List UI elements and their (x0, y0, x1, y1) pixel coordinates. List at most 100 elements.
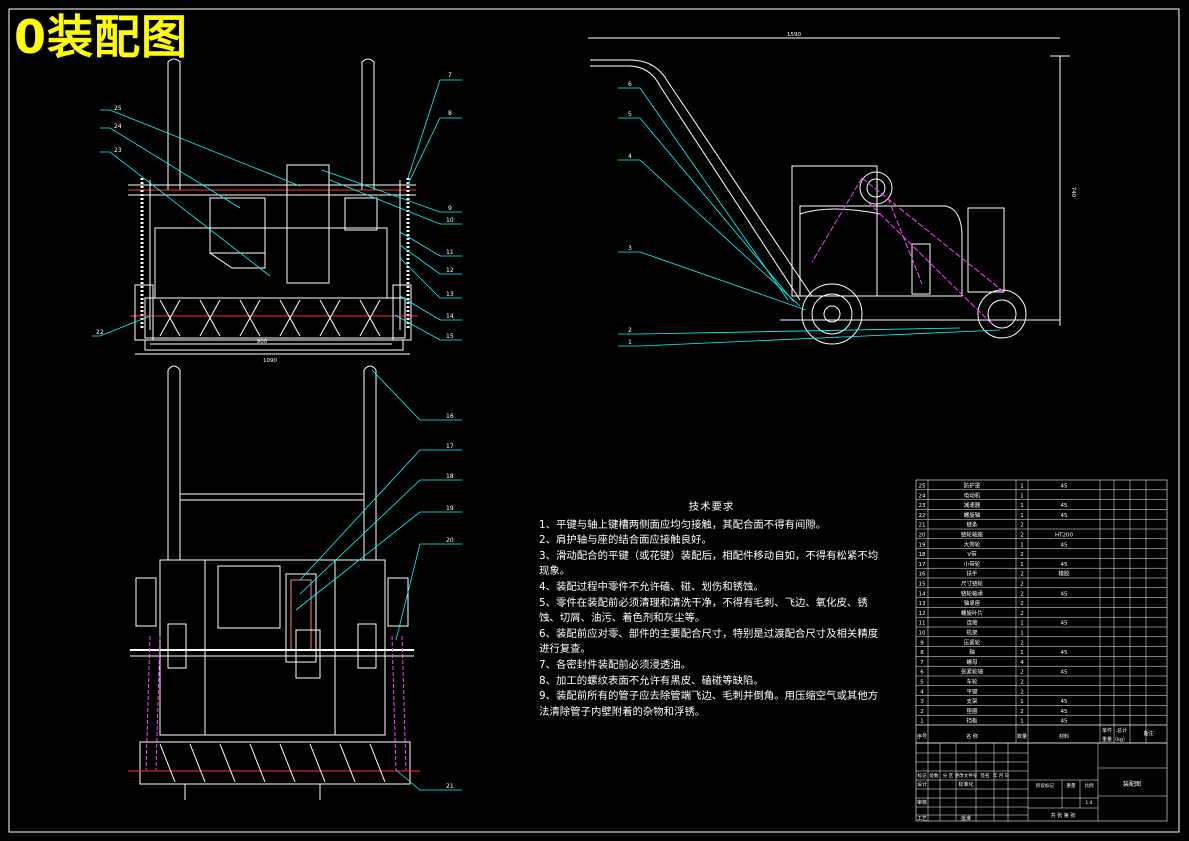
header-weight: 重量（kg） (1102, 736, 1128, 743)
part-name: 防护罩 (964, 482, 981, 490)
drawing-title: 0装配图 (14, 10, 189, 64)
part-name: 轴承座 (964, 599, 981, 607)
sign-row-label: 标记 (918, 772, 927, 779)
leader-19: 19 (446, 505, 454, 512)
leader-14: 14 (446, 313, 454, 320)
dim-front-outer: 1090 (263, 358, 277, 364)
dim-side-height: 740 (1070, 187, 1076, 198)
part-qty: 2 (1020, 670, 1024, 676)
leader-18: 18 (446, 473, 454, 480)
plan-view (128, 365, 420, 800)
header-total-weight: 总计 (1117, 727, 1127, 734)
part-name: 减速器 (964, 501, 981, 509)
part-qty: 1 (1020, 650, 1024, 656)
leader-side-2: 2 (628, 327, 632, 334)
scale-label: 比例 (1085, 782, 1094, 789)
dim-front-inner: 900 (257, 339, 268, 345)
part-material: 45 (1061, 503, 1068, 509)
part-qty: 1 (1020, 503, 1024, 509)
part-qty: 2 (1020, 523, 1024, 529)
leader-21: 21 (446, 783, 454, 790)
leader-20: 20 (446, 537, 454, 544)
part-qty: 2 (1020, 689, 1024, 695)
part-no: 20 (919, 533, 926, 539)
part-no: 21 (919, 523, 926, 529)
tech-req-item: 4、装配过程中零件不允许磕、碰、划伤和锈蚀。 (539, 580, 764, 593)
part-name: 车轮 (966, 678, 978, 686)
part-name: 轴 (969, 648, 975, 656)
sign-row-label: 分 区 (943, 772, 954, 779)
header-name: 名 称 (966, 733, 978, 740)
header-unit-weight: 单件 (1102, 727, 1112, 734)
scale-value: 1:4 (1085, 800, 1092, 806)
part-name: 压紧轮 (964, 638, 981, 646)
leader-17: 17 (446, 443, 454, 450)
leader-15: 15 (446, 333, 454, 340)
part-name: 小带轮 (964, 560, 981, 568)
part-no: 13 (919, 601, 926, 607)
sheets-label: 共 张 第 张 (1051, 812, 1076, 819)
stage-label: 阶段标记 (1036, 782, 1054, 789)
leader-16: 16 (446, 413, 454, 420)
part-material: 45 (1061, 591, 1068, 597)
part-name: 机架 (966, 629, 978, 637)
role-process: 工艺 (917, 816, 927, 822)
part-name: 张紧轮轴 (961, 668, 984, 676)
tech-req-item: 7、各密封件装配前必须浸透油。 (539, 658, 692, 671)
part-qty: 1 (1020, 542, 1024, 548)
leader-side-4: 4 (628, 153, 632, 160)
part-qty: 1 (1020, 562, 1024, 568)
part-name: 大带轮 (964, 540, 981, 548)
part-name: 挡板 (966, 717, 978, 725)
part-qty: 2 (1020, 709, 1024, 715)
part-no: 22 (919, 513, 926, 519)
side-view (588, 37, 1070, 345)
part-no: 4 (920, 689, 924, 695)
part-no: 11 (919, 621, 926, 627)
part-no: 6 (920, 670, 924, 676)
part-material: 45 (1061, 562, 1068, 568)
sign-row-label: 年 月 日 (993, 772, 1009, 779)
tech-req-item: 8、加工的螺纹表面不允许有黑皮、磕碰等缺陷。 (539, 674, 764, 687)
standardize-label: 标准化 (958, 781, 973, 788)
leader-side-5: 5 (628, 111, 632, 118)
tech-req-item: 5、零件在装配前必须清理和清洗干净，不得有毛刺、飞边、氧化皮、锈蚀、切屑、油污、… (539, 596, 868, 625)
technical-requirements: 技术要求 1、平键与轴上键槽两侧面应均匀接触，其配合面不得有间隙。 2、肩护轴与… (539, 500, 884, 720)
header-material: 材料 (1059, 733, 1069, 740)
part-no: 24 (919, 493, 926, 499)
part-no: 17 (919, 562, 926, 568)
part-no: 7 (920, 660, 924, 666)
title-block: 标记处数分 区更改文件号签名年 月 日设计审核工艺标准化批准阶段标记重量比例1:… (916, 743, 1167, 822)
part-name: 扶手 (966, 570, 978, 578)
leader-10: 10 (446, 217, 454, 224)
sign-row-label: 更改文件号 (955, 772, 978, 779)
leader-numbers: 7 8 9 10 11 12 13 14 15 16 17 18 19 20 2… (96, 72, 632, 790)
parts-list-table (915, 479, 1168, 822)
part-no: 25 (919, 484, 926, 490)
leader-23: 23 (114, 147, 122, 154)
part-material: 45 (1061, 484, 1068, 490)
leader-8: 8 (448, 110, 452, 117)
part-no: 9 (920, 640, 924, 646)
part-material: 45 (1061, 542, 1068, 548)
part-qty: 4 (1020, 660, 1024, 666)
part-name: 连接 (966, 619, 978, 627)
part-material: 45 (1061, 513, 1068, 519)
part-no: 14 (919, 591, 926, 597)
part-no: 12 (919, 611, 926, 617)
part-no: 2 (920, 709, 924, 715)
leader-25: 25 (114, 105, 122, 112)
tech-req-item: 3、滑动配合的平键（或花键）装配后，相配件移动自如，不得有松紧不均现象。 (539, 549, 879, 578)
part-name: 支架 (966, 697, 978, 705)
role-design: 设计 (917, 781, 927, 788)
part-name: 尺寸链轮 (961, 580, 984, 588)
part-qty: 2 (1020, 591, 1024, 597)
part-qty: 1 (1020, 621, 1024, 627)
header-no: 序号 (917, 733, 927, 740)
part-no: 10 (919, 631, 926, 637)
tech-req-heading: 技术要求 (688, 501, 735, 513)
part-name: 电动机 (964, 491, 981, 499)
part-no: 19 (919, 542, 926, 548)
approve-label: 批准 (961, 815, 971, 822)
part-qty: 1 (1020, 513, 1024, 519)
